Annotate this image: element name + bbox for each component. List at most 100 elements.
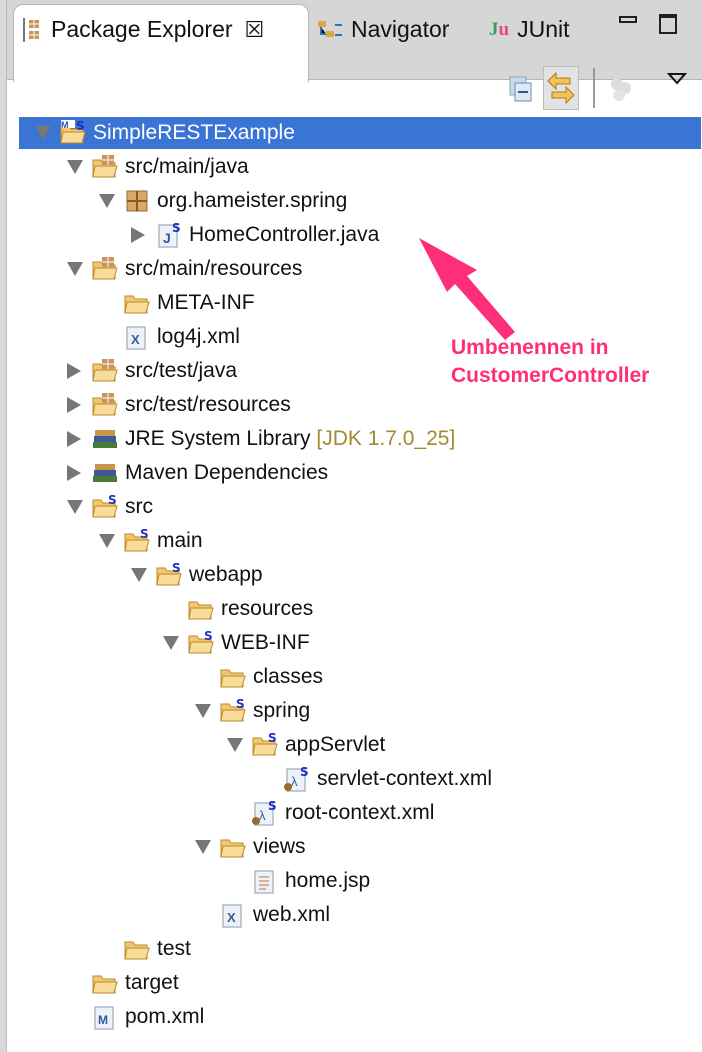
tree-item[interactable]: src/test/java — [19, 355, 701, 387]
expanded-triangle-icon[interactable] — [67, 500, 83, 514]
view-menu-button[interactable] — [666, 72, 688, 88]
tree-item-label: web.xml — [253, 903, 331, 926]
collapsed-triangle-icon[interactable] — [67, 431, 81, 447]
sfolder-icon: S — [188, 630, 214, 654]
tree-item[interactable]: src/main/java — [19, 151, 701, 183]
tree-item-label: log4j.xml — [157, 325, 240, 348]
svg-text:S: S — [140, 528, 149, 541]
expanded-triangle-icon[interactable] — [163, 636, 179, 650]
folder-icon — [220, 839, 246, 858]
tab-package-explorer-label[interactable]: Package Explorer ☒ — [21, 16, 264, 43]
tree-item[interactable]: classes — [19, 661, 701, 693]
tree-item-label: servlet-context.xml — [317, 767, 493, 790]
tree-item-decoration: [JDK 1.7.0_25] — [316, 427, 456, 450]
tree-item-label: main — [157, 529, 203, 552]
tree-item[interactable]: META-INF — [19, 287, 701, 319]
expanded-triangle-icon[interactable] — [35, 126, 51, 140]
svg-text:S: S — [236, 698, 245, 711]
tree-item-label: views — [253, 835, 306, 858]
tree-item[interactable]: views — [19, 831, 701, 863]
tree-item-label: home.jsp — [285, 869, 371, 892]
tree-item[interactable]: src/test/resources — [19, 389, 701, 421]
svg-text:M: M — [61, 120, 69, 130]
expanded-triangle-icon[interactable] — [195, 704, 211, 718]
expanded-triangle-icon[interactable] — [131, 568, 147, 582]
package-icon — [126, 190, 148, 212]
maximize-button[interactable] — [659, 14, 677, 34]
library-icon — [93, 464, 117, 482]
tree-item-label: appServlet — [285, 733, 386, 756]
tab-bar: Package Explorer ☒ Navigator Ju JUnit — [7, 0, 702, 82]
expanded-triangle-icon[interactable] — [99, 194, 115, 208]
collapsed-triangle-icon[interactable] — [67, 465, 81, 481]
junit-icon: Ju — [489, 18, 510, 40]
collapsed-triangle-icon[interactable] — [131, 227, 145, 243]
tree-item-label: SimpleRESTExample — [93, 121, 295, 144]
tree-item-label: root-context.xml — [285, 801, 435, 824]
srcfolder-icon — [92, 155, 118, 178]
collapsed-triangle-icon[interactable] — [67, 363, 81, 379]
tab-navigator[interactable]: Navigator — [317, 16, 449, 43]
tree-item[interactable]: Maven Dependencies — [19, 457, 701, 489]
tab-junit[interactable]: Ju JUnit — [489, 16, 570, 42]
svg-text:S: S — [76, 120, 85, 133]
tree-item-label: HomeController.java — [189, 223, 380, 246]
tree-item[interactable]: resources — [19, 593, 701, 625]
collapse-all-button[interactable] — [507, 74, 535, 104]
svg-text:S: S — [108, 494, 117, 507]
collapsed-triangle-icon[interactable] — [67, 397, 81, 413]
tree-item-label: src/main/java — [125, 155, 249, 178]
expanded-triangle-icon[interactable] — [67, 262, 83, 276]
folder-icon — [220, 669, 246, 688]
svg-text:S: S — [204, 630, 213, 643]
annotation-note: Umbenennen in CustomerController — [451, 336, 650, 387]
tree-item-label: src/main/resources — [125, 257, 303, 280]
tree-item-label: resources — [221, 597, 314, 620]
tree-item-label: org.hameister.spring — [157, 189, 348, 212]
xml-icon: X — [126, 326, 146, 350]
tree-item[interactable]: org.hameister.spring — [19, 185, 701, 217]
svg-text:J: J — [163, 230, 171, 246]
srcfolder-icon — [92, 257, 118, 280]
sfolder-icon: S — [220, 698, 246, 722]
expanded-triangle-icon[interactable] — [227, 738, 243, 752]
expanded-triangle-icon[interactable] — [67, 160, 83, 174]
xml-icon: X — [222, 904, 242, 928]
focus-task-button[interactable] — [607, 74, 637, 104]
tree-item[interactable]: test — [19, 933, 701, 965]
tree-item[interactable]: src/main/resources — [19, 253, 701, 285]
sfolder-icon: S — [156, 562, 182, 586]
sfolder-icon: S — [124, 528, 150, 552]
tree-item[interactable]: JRE System Library [JDK 1.7.0_25] — [19, 423, 701, 455]
expanded-triangle-icon[interactable] — [99, 534, 115, 548]
tree-item[interactable]: home.jsp — [19, 865, 701, 897]
svg-text:X: X — [227, 910, 236, 925]
srcfolder-icon — [92, 393, 118, 416]
tab-package-explorer[interactable] — [13, 4, 309, 82]
tree-item-label: webapp — [189, 563, 263, 586]
close-icon[interactable]: ☒ — [244, 16, 265, 42]
link-with-editor-icon — [547, 71, 575, 105]
folder-icon — [124, 941, 150, 960]
minimize-button[interactable] — [619, 16, 637, 23]
folder-icon — [188, 601, 214, 620]
tree-item-label: Maven Dependencies — [125, 461, 329, 484]
link-with-editor-button[interactable] — [543, 66, 579, 110]
svg-text:X: X — [131, 332, 140, 347]
expanded-triangle-icon[interactable] — [195, 840, 211, 854]
tree-item[interactable]: target — [19, 967, 701, 999]
tree-item-label: target — [125, 971, 179, 994]
